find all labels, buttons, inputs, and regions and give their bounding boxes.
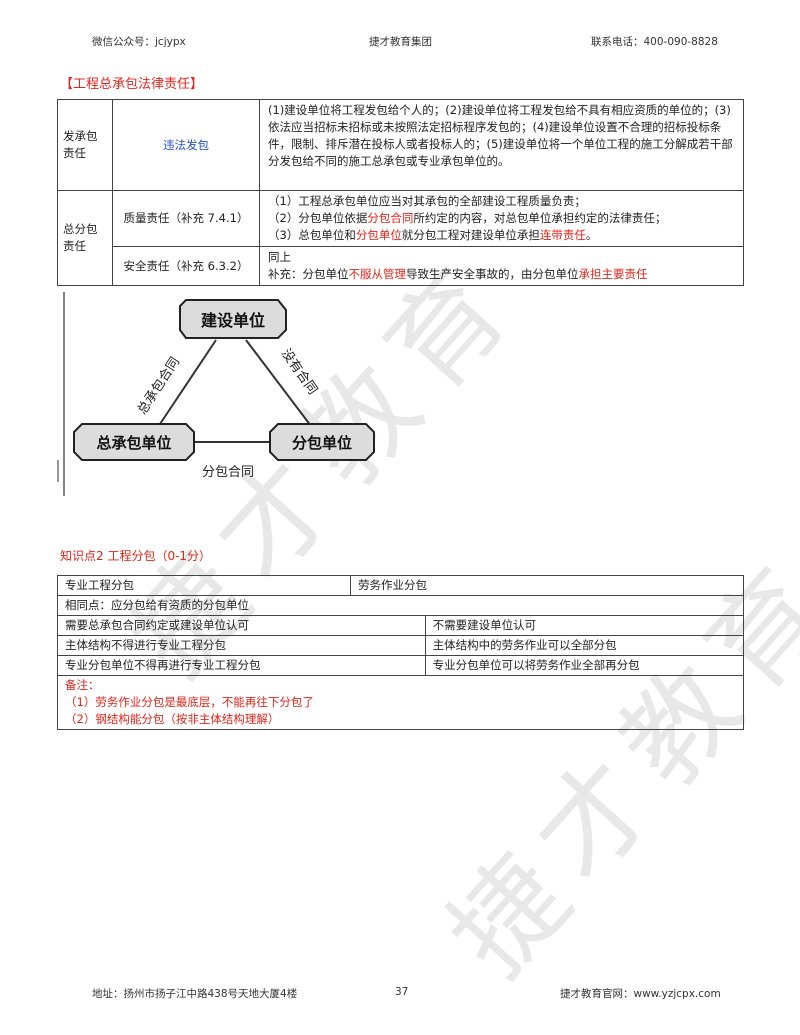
table-row: 安全责任（补充 6.3.2） 同上 补充：分包单位不服从管理导致生产安全事故的，…: [58, 246, 744, 286]
row-label-fachengbao: 发承包责任: [57, 99, 113, 191]
node-owner-label: 建设单位: [201, 311, 265, 330]
highlight: 连带责任: [539, 228, 586, 242]
node-general-contractor: 总承包单位: [73, 423, 195, 461]
quality-liability-label: 质量责任（补充 7.4.1）: [112, 190, 260, 247]
header-cell: 劳务作业分包: [350, 575, 744, 596]
note-item: （2）钢结构能分包（按非主体结构理解）: [65, 712, 280, 726]
highlight: 不服从管理: [348, 267, 407, 281]
table-row: 专业分包单位不得再进行专业工程分包 专业分包单位可以将劳务作业全部再分包: [57, 655, 745, 676]
quality-item: （3）总包单位和分包单位就分包工程对建设单位承担连带责任。: [268, 228, 598, 242]
footer-address: 地址：扬州市扬子江中路438号天地大厦4楼: [92, 988, 298, 1000]
table-row: 发承包责任 违法发包 (1)建设单位将工程发包给个人的；(2)建设单位将工程发包…: [57, 99, 744, 191]
quality-item: （2）分包单位依据分包合同所约定的内容，对总包单位承担约定的法律责任；: [268, 211, 667, 225]
note-title: 备注：: [65, 678, 100, 692]
table-cell: 专业分包单位可以将劳务作业全部再分包: [424, 655, 745, 676]
note-item: （1）劳务作业分包是最底层，不能再往下分包了: [65, 695, 314, 709]
header-company: 捷才教育集团: [369, 36, 432, 48]
table-row: 相同点：应分包给有资质的分包单位: [57, 595, 744, 616]
header-phone: 联系电话：400-090-8828: [591, 36, 718, 48]
highlight: 分包单位: [355, 228, 402, 242]
table-row: 备注： （1）劳务作业分包是最底层，不能再往下分包了 （2）钢结构能分包（按非主…: [57, 675, 744, 730]
row-label-zongfenbao: 总分包责任: [57, 190, 113, 286]
safety-liability-label: 安全责任（补充 6.3.2）: [112, 246, 260, 286]
header-cell: 专业工程分包: [57, 575, 351, 596]
node-general-contractor-label: 总承包单位: [96, 434, 171, 452]
note-cell: 备注： （1）劳务作业分包是最底层，不能再往下分包了 （2）钢结构能分包（按非主…: [57, 675, 744, 730]
edge-label-subcontract: 分包合同: [202, 465, 254, 480]
highlight: 承担主要责任: [578, 267, 648, 281]
header-wechat: 微信公众号：jcjypx: [92, 36, 186, 48]
contract-relationship-diagram: 建设单位 总承包单位 分包单位 总承包合同 没有合同 分包合同: [57, 292, 375, 496]
safety-item: 补充：分包单位不服从管理导致生产安全事故的，由分包单位承担主要责任: [268, 267, 648, 281]
footer-website: 捷才教育官网：www.yzjcpx.com: [560, 988, 721, 1000]
safety-item: 同上: [268, 250, 291, 264]
node-subcontractor: 分包单位: [269, 423, 375, 461]
edge-general-contract: [155, 339, 217, 431]
table-row: 需要总承包合同约定或建设单位认可 不需要建设单位认可: [57, 615, 745, 636]
quality-liability-content: （1）工程总承包单位应当对其承包的全部建设工程质量负责； （2）分包单位依据分包…: [259, 190, 744, 247]
subcontract-comparison-table: 专业工程分包 劳务作业分包 相同点：应分包给有资质的分包单位 需要总承包合同约定…: [57, 575, 745, 730]
quality-item: （1）工程总承包单位应当对其承包的全部建设工程质量负责；: [268, 194, 586, 208]
row-sub-illegal-contracting: 违法发包: [112, 99, 260, 191]
liability-table: 发承包责任 违法发包 (1)建设单位将工程发包给个人的；(2)建设单位将工程发包…: [57, 99, 744, 286]
edge-no-contract: [245, 339, 315, 431]
table-cell: 相同点：应分包给有资质的分包单位: [57, 595, 744, 616]
table-cell: 不需要建设单位认可: [424, 615, 745, 636]
table-cell: 专业分包单位不得再进行专业工程分包: [57, 655, 426, 676]
edge-label-general-contract: 总承包合同: [135, 355, 183, 418]
table-row: 主体结构不得进行专业工程分包 主体结构中的劳务作业可以全部分包: [57, 635, 745, 656]
page-number: 37: [395, 986, 409, 998]
table-row: 总分包责任 质量责任（补充 7.4.1） （1）工程总承包单位应当对其承包的全部…: [57, 190, 744, 286]
section-title: 【工程总承包法律责任】: [60, 77, 204, 92]
safety-liability-content: 同上 补充：分包单位不服从管理导致生产安全事故的，由分包单位承担主要责任: [259, 246, 744, 286]
table-cell: 主体结构中的劳务作业可以全部分包: [424, 635, 745, 656]
table-row: 专业工程分包 劳务作业分包: [57, 575, 744, 596]
table-cell: 需要总承包合同约定或建设单位认可: [57, 615, 426, 636]
section-title: 知识点2 工程分包（0-1分）: [60, 549, 212, 563]
node-owner: 建设单位: [179, 299, 287, 339]
illegal-contracting-content: (1)建设单位将工程发包给个人的；(2)建设单位将工程发包给不具有相应资质的单位…: [259, 99, 744, 191]
table-cell: 主体结构不得进行专业工程分包: [57, 635, 426, 656]
highlight: 分包合同: [367, 211, 414, 225]
node-subcontractor-label: 分包单位: [292, 434, 352, 452]
